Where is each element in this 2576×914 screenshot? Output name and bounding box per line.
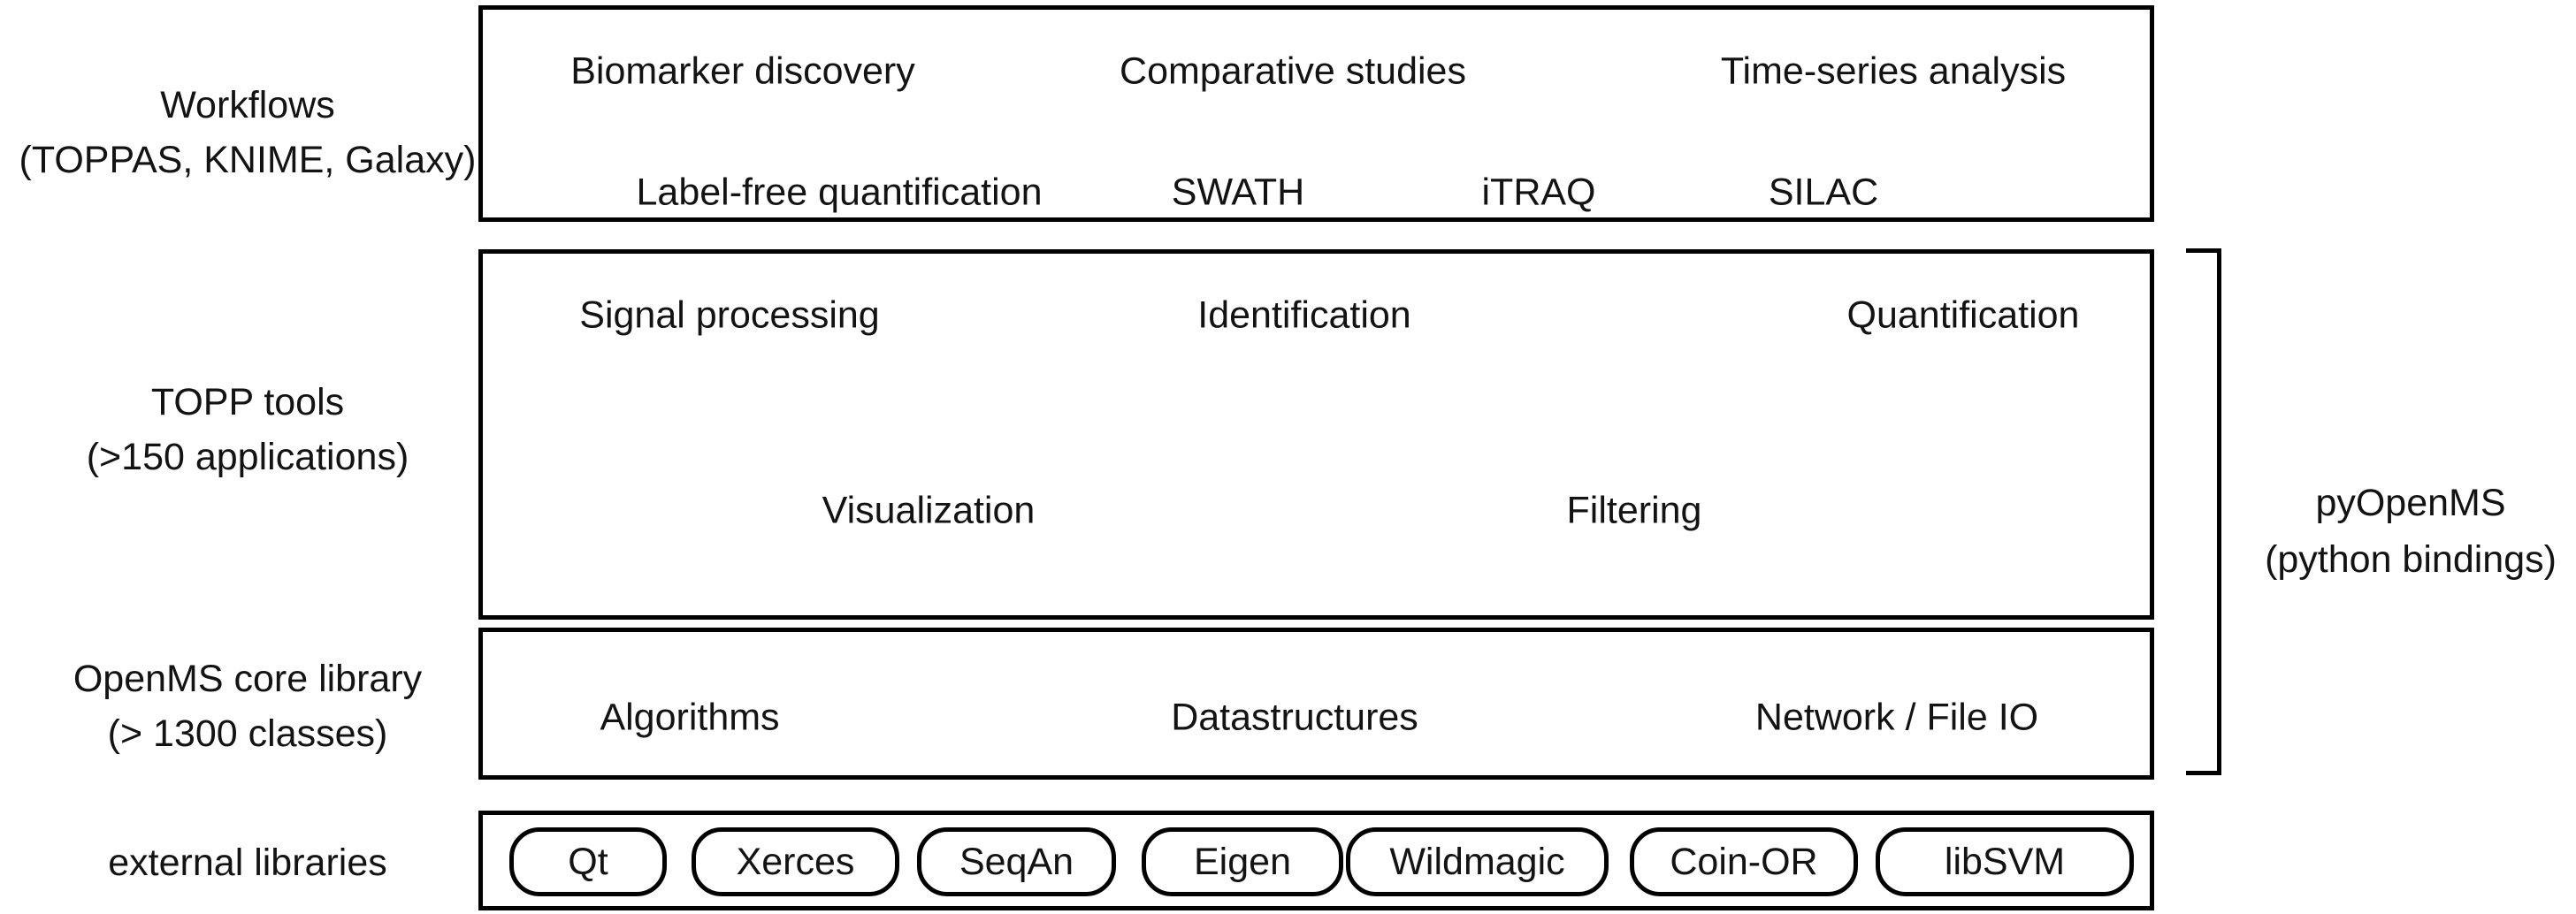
workflow-use-case: SWATH — [1171, 171, 1305, 214]
external-library-name: SeqAn — [959, 840, 1074, 883]
external-library-pill: Qt — [509, 827, 667, 896]
topp-category: Visualization — [822, 489, 1036, 532]
external-library-name: Coin-OR — [1670, 840, 1818, 883]
topp-row-label-line2: (>150 applications) — [86, 436, 409, 478]
workflows-row-label: Workflows (TOPPAS, KNIME, Galaxy) — [19, 78, 477, 187]
external-library-pill: Xerces — [692, 827, 899, 896]
workflow-use-case: iTRAQ — [1481, 171, 1596, 214]
external-library-name: Eigen — [1194, 840, 1291, 883]
external-row-label-line1: external libraries — [108, 842, 387, 884]
workflow-use-case: Time-series analysis — [1720, 50, 2067, 93]
core-row-label: OpenMS core library (> 1300 classes) — [73, 651, 422, 761]
external-library-pill: Coin-OR — [1630, 827, 1858, 896]
external-library-name: Qt — [568, 840, 608, 883]
external-library-pill: libSVM — [1876, 827, 2134, 896]
external-library-pill: Wildmagic — [1346, 827, 1609, 896]
core-component: Network / File IO — [1754, 696, 2039, 739]
external-library-name: libSVM — [1944, 840, 2066, 883]
pyopenms-label-line1: pyOpenMS — [2315, 482, 2506, 524]
topp-category: Quantification — [1846, 293, 2080, 337]
pyopenms-label-line2: (python bindings) — [2265, 538, 2557, 581]
workflows-row-label-line2: (TOPPAS, KNIME, Galaxy) — [19, 139, 477, 181]
core-row-label-line1: OpenMS core library — [73, 658, 423, 700]
external-row-label: external libraries — [108, 835, 386, 890]
external-library-name: Xerces — [736, 840, 855, 883]
pyopenms-label: pyOpenMS (python bindings) — [2265, 475, 2557, 588]
workflows-box — [478, 5, 2154, 222]
topp-category: Signal processing — [579, 293, 880, 337]
workflow-use-case: Biomarker discovery — [570, 50, 915, 93]
core-row-label-line2: (> 1300 classes) — [107, 712, 388, 755]
topp-row-label: TOPP tools (>150 applications) — [87, 375, 409, 484]
external-library-pill: SeqAn — [917, 827, 1116, 896]
external-library-pill: Eigen — [1142, 827, 1343, 896]
topp-category: Filtering — [1566, 489, 1702, 532]
workflows-row-label-line1: Workflows — [160, 84, 335, 126]
core-library-box — [478, 628, 2154, 780]
core-component: Datastructures — [1171, 696, 1418, 739]
workflow-use-case: Comparative studies — [1120, 50, 1466, 93]
external-library-name: Wildmagic — [1389, 840, 1565, 883]
topp-category: Identification — [1197, 293, 1411, 337]
topp-tools-box — [478, 249, 2154, 620]
workflow-use-case: Label-free quantification — [636, 171, 1043, 214]
workflow-use-case: SILAC — [1768, 171, 1879, 214]
topp-row-label-line1: TOPP tools — [150, 381, 345, 423]
core-component: Algorithms — [600, 696, 780, 739]
pyopenms-bracket — [2186, 248, 2221, 775]
